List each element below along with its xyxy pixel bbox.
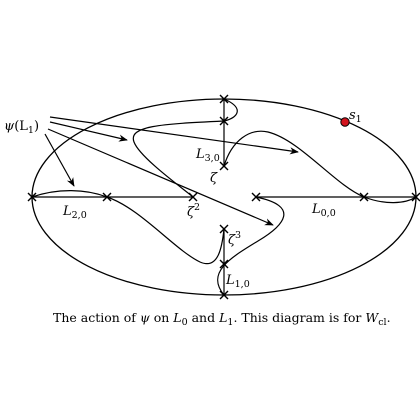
- arrow-to-loop: [49, 121, 128, 142]
- point-s1: [340, 117, 350, 127]
- caption: The action of ψ on L0 and L1. This diagr…: [53, 310, 391, 328]
- cross-zeta: [219, 161, 229, 171]
- curve-right-arch: [223, 130, 365, 198]
- cross-left-end: [27, 192, 37, 202]
- label-zeta-cubed: ζ3: [228, 230, 241, 248]
- cross-zeta-square: [188, 192, 198, 202]
- cross-zeta-cube: [219, 224, 229, 234]
- cross-right-mid: [359, 192, 369, 202]
- cross-right-end: [411, 192, 420, 202]
- label-zeta: ζ: [210, 171, 218, 186]
- curve-top-loop: [132, 98, 238, 198]
- cross-left-mid: [102, 192, 112, 202]
- cross-right-start: [251, 192, 261, 202]
- cross-bottom: [219, 290, 229, 300]
- label-s1: s1: [349, 108, 362, 125]
- label-L30: L3,0: [195, 147, 220, 164]
- curve-right-dip: [363, 196, 417, 204]
- arrow-to-bottom: [47, 128, 274, 226]
- label-L10: L1,0: [225, 273, 250, 290]
- curve-lower-wave: [106, 196, 225, 265]
- arrow-to-arch: [49, 116, 299, 155]
- label-L00: L0,0: [311, 202, 336, 219]
- curve-left-bump: [31, 190, 108, 198]
- cross-markers: [27, 94, 420, 300]
- cross-upper-mid: [219, 116, 229, 126]
- cross-lower-mid: [219, 259, 229, 269]
- cross-top: [219, 94, 229, 104]
- label-L20: L2,0: [62, 204, 87, 221]
- arrow-to-L20: [44, 133, 75, 187]
- curve-bottom-loop: [217, 196, 285, 296]
- label-zeta-squared: ζ2: [187, 202, 200, 220]
- label-psi-L1: ψ(L1): [4, 119, 39, 136]
